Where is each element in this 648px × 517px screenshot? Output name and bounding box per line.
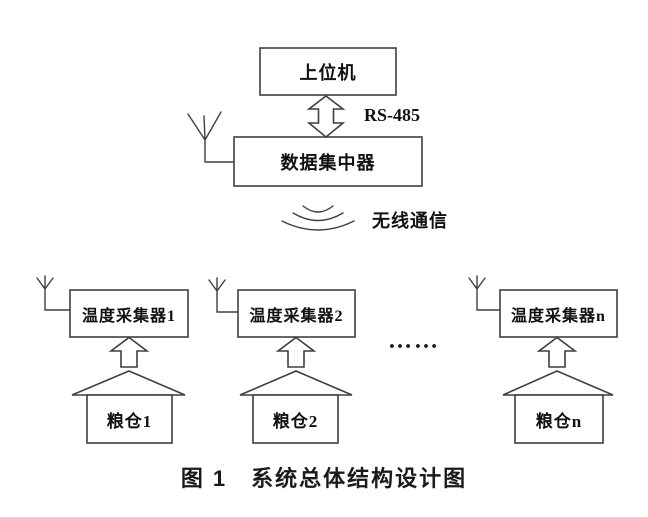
rs485-label: RS-485: [364, 105, 421, 125]
figure-caption: 图 1 系统总体结构设计图: [180, 466, 468, 491]
concentrator-antenna-icon: [187, 111, 235, 163]
granary-n-label: 粮仓n: [535, 411, 583, 431]
granary-2-roof: [239, 370, 353, 396]
granary-n-wall: [514, 394, 604, 444]
wireless-waves-icon: [281, 205, 355, 231]
up-arrow-n-icon: [536, 336, 578, 368]
collector-2-label: 温度采集器2: [249, 307, 344, 325]
ellipsis-dots: ……: [388, 328, 440, 354]
collector-n-box: [499, 289, 618, 338]
collector-1-antenna-icon: [36, 275, 71, 311]
host-box: [259, 47, 397, 96]
granary-1-label: 粮仓1: [106, 411, 153, 431]
wireless-label: 无线通信: [372, 211, 448, 231]
concentrator-label: 数据集中器: [280, 152, 376, 173]
granary-n-roof: [502, 370, 614, 396]
rs485-double-arrow-icon: [306, 94, 346, 139]
host-label: 上位机: [299, 62, 357, 83]
up-arrow-1-icon: [108, 336, 150, 368]
granary-1-wall: [86, 394, 173, 444]
collector-2-antenna-icon: [208, 277, 239, 313]
granary-1-roof: [71, 370, 186, 396]
collector-1-label: 温度采集器1: [81, 307, 176, 325]
collector-n-antenna-icon: [468, 275, 501, 311]
concentrator-box: [233, 136, 423, 187]
collector-2-box: [237, 289, 356, 338]
collector-n-label: 温度采集器n: [511, 307, 606, 325]
granary-2-wall: [252, 394, 339, 444]
granary-2-label: 粮仓2: [272, 411, 319, 431]
up-arrow-2-icon: [275, 336, 317, 368]
